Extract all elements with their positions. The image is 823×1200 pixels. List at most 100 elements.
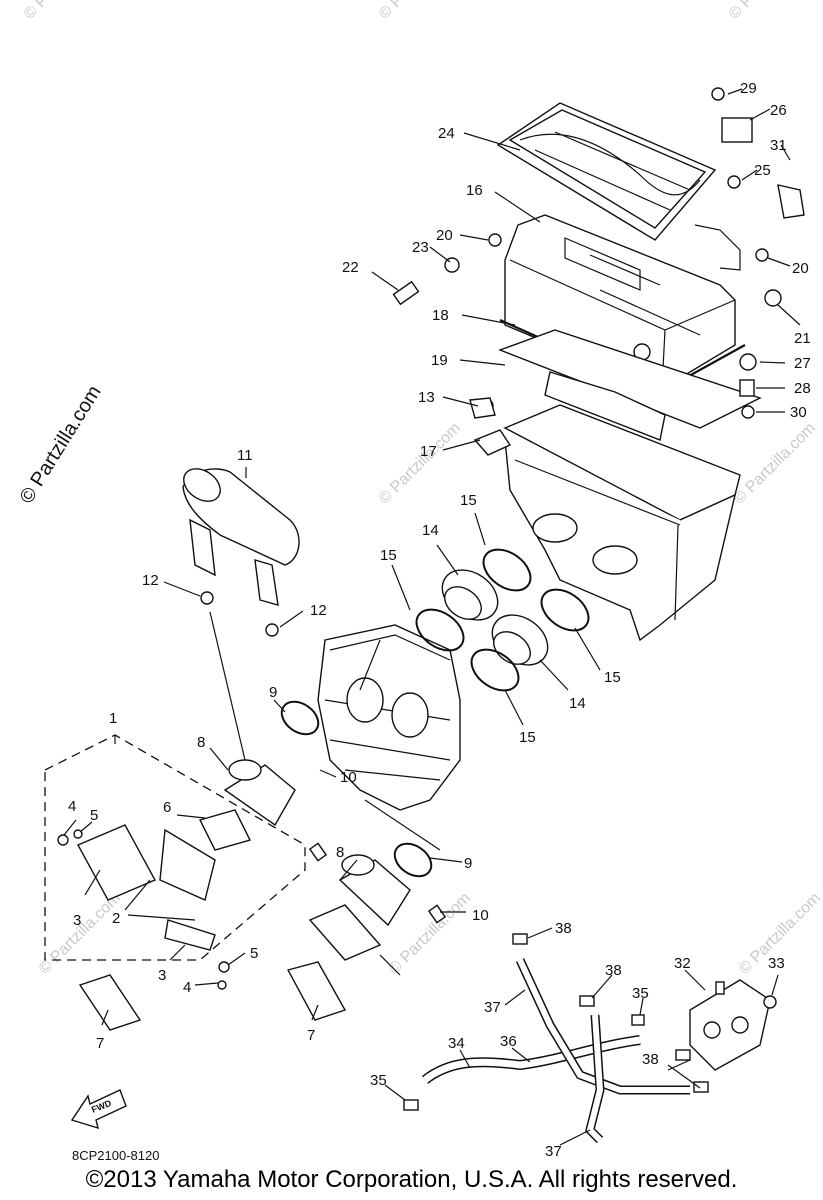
callout-label: 21 [794, 330, 811, 347]
hardware-part [721, 117, 753, 143]
hardware-part [217, 980, 227, 990]
callout-label: 38 [642, 1051, 659, 1068]
callout-label: 28 [794, 380, 811, 397]
callout-label: 19 [431, 352, 448, 369]
watermark-text: © Partzilla.com [36, 890, 124, 978]
callout-label: 11 [237, 447, 253, 464]
hardware-part [265, 623, 279, 637]
callout-label: 14 [422, 522, 439, 539]
callout-label: 4 [183, 979, 191, 996]
hardware-part [57, 834, 69, 846]
copyright-notice: ©2013 Yamaha Motor Corporation, U.S.A. A… [85, 1166, 738, 1193]
callout-label: 22 [342, 259, 359, 276]
callout-label: 4 [68, 798, 76, 815]
callout-label: 36 [500, 1033, 517, 1050]
callout-label: 29 [740, 80, 757, 97]
callout-label: 7 [96, 1035, 104, 1052]
carburetor-assembly-part [317, 624, 461, 811]
callout-label: 25 [754, 162, 771, 179]
callout-label: 35 [632, 985, 649, 1002]
callout-label: 34 [448, 1035, 465, 1052]
clamp-part [280, 700, 320, 736]
hardware-part [741, 405, 755, 419]
callout-label: 37 [545, 1143, 562, 1160]
leader-lines [63, 88, 801, 1146]
hardware-part [308, 842, 328, 862]
callout-label: 23 [412, 239, 429, 256]
hardware-part [469, 397, 496, 419]
callout-label: 17 [420, 443, 437, 460]
hardware-part [764, 289, 782, 307]
callout-label: 16 [466, 182, 483, 199]
callout-label: 13 [418, 389, 435, 406]
callout-label: 15 [604, 669, 621, 686]
callout-label: 12 [310, 602, 327, 619]
callout-label: 35 [370, 1072, 387, 1089]
reed-valve-part [77, 809, 382, 961]
hardware-part [711, 87, 725, 101]
callout-label: 20 [792, 260, 809, 277]
hardware-part [693, 1081, 709, 1093]
hardware-part [512, 933, 528, 945]
hardware-part [200, 591, 214, 605]
callout-label: 1 [109, 710, 117, 727]
callout-label: 38 [555, 920, 572, 937]
callout-label: 10 [472, 907, 489, 924]
callout-label: 27 [794, 355, 811, 372]
hardware-part [727, 175, 741, 189]
callout-label: 5 [250, 945, 258, 962]
reed-gasket-part [286, 961, 347, 1021]
callout-label: 10 [340, 769, 357, 786]
hardware-part [631, 1014, 645, 1026]
hardware-part [427, 904, 447, 924]
callout-label: 15 [519, 729, 536, 746]
callout-label: 6 [163, 799, 171, 816]
callout-label: 31 [770, 137, 787, 154]
watermark-text: © Partzilla.com [376, 420, 464, 508]
reed-gasket-part [78, 974, 142, 1031]
callout-label: 37 [484, 999, 501, 1016]
callout-label: 26 [770, 102, 787, 119]
hardware-part [579, 995, 595, 1007]
callout-label: 9 [464, 855, 472, 872]
callout-label: 30 [790, 404, 807, 421]
callout-labels: 1 2 3 3 4 4 5 5 6 7 7 8 8 9 9 10 10 11 1… [68, 80, 811, 1160]
hose-clamp-part [415, 548, 590, 692]
partzilla-watermark: © Partzilla.com [16, 382, 106, 508]
lower-airbox-part [473, 371, 741, 642]
clamp-part [393, 842, 433, 878]
intake-manifold-part [223, 759, 411, 927]
hardware-part [488, 233, 502, 247]
callout-label: 14 [569, 695, 586, 712]
callout-label: 38 [605, 962, 622, 979]
callout-label: 32 [674, 955, 691, 972]
hardware-part [392, 280, 420, 306]
callout-label: 3 [158, 967, 166, 984]
callout-label: 33 [768, 955, 785, 972]
callout-label: 20 [436, 227, 453, 244]
hardware-part [763, 995, 777, 1009]
callout-label: 3 [73, 912, 81, 929]
callout-label: 2 [112, 910, 120, 927]
callout-label: 8 [336, 844, 344, 861]
watermark-text: © Partzilla.com [376, 0, 464, 23]
fuel-pump-part [689, 979, 771, 1071]
watermark-text: © Partzilla.com [21, 0, 109, 23]
intake-silencer-part [182, 468, 300, 606]
callout-label: 8 [197, 734, 205, 751]
callout-label: 15 [380, 547, 397, 564]
hardware-part [675, 1049, 691, 1061]
callout-label: 7 [307, 1027, 315, 1044]
callout-label: 18 [432, 307, 449, 324]
manifold-joint-part [441, 569, 549, 666]
callout-label: 24 [438, 125, 455, 142]
hardware-part [777, 184, 805, 219]
watermark-text: © Partzilla.com [726, 0, 814, 23]
fwd-arrow-icon: FWD [70, 1089, 127, 1130]
diagram-code: 8CP2100-8120 [72, 1148, 160, 1163]
hardware-part [403, 1099, 419, 1111]
callout-label: 9 [269, 684, 277, 701]
hardware-part [218, 961, 230, 973]
hardware-part [739, 353, 757, 371]
